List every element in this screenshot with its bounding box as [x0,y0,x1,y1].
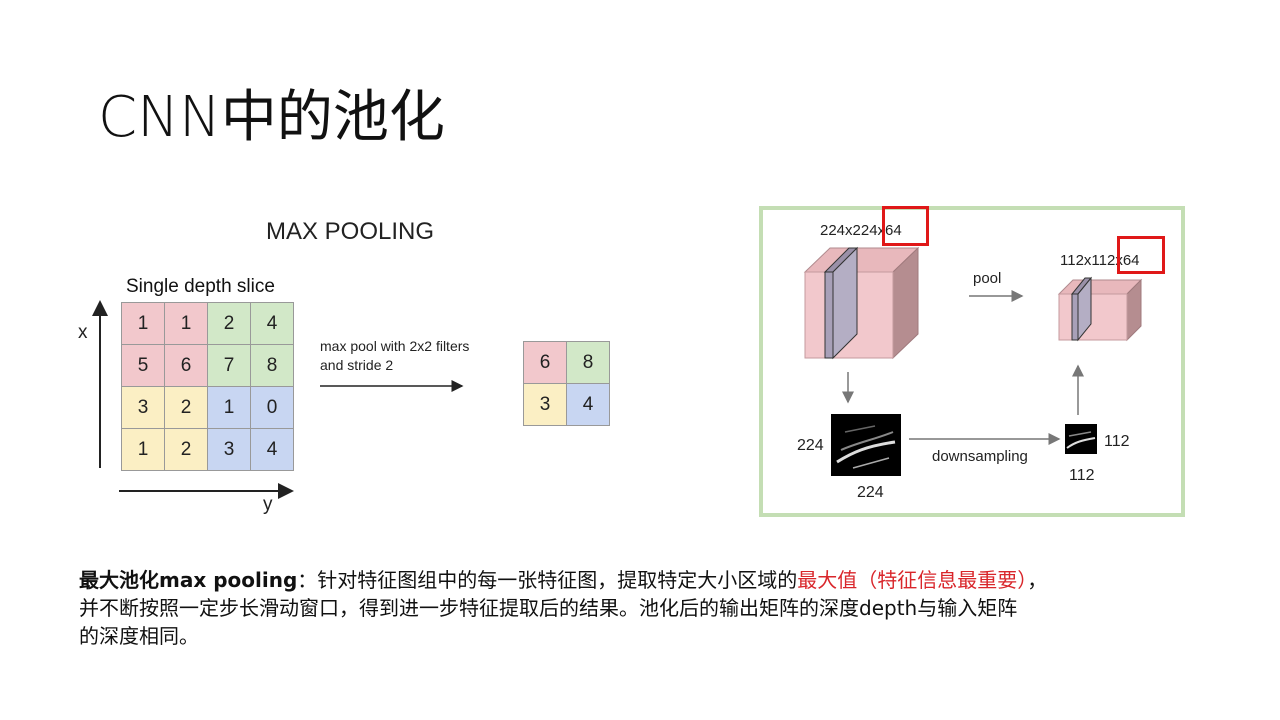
body-text-2: ， [1027,568,1048,592]
input-cell: 3 [208,429,251,471]
depth-highlight-box-output [1117,236,1165,274]
downsampling-label: downsampling [932,448,1028,465]
input-cell: 1 [122,429,165,471]
caption-line-1: max pool with 2x2 filters [320,338,470,354]
input-cell: 2 [165,429,208,471]
body-text-1: 针对特征图组中的每一张特征图，提取特定大小区域的 [317,568,798,592]
output-cell: 8 [567,342,610,384]
input-cell: 2 [165,387,208,429]
input-cell: 4 [251,429,294,471]
body-highlight: 最大值（特征信息最重要） [797,568,1028,592]
input-cell: 1 [122,303,165,345]
max-pool-caption: max pool with 2x2 filters and stride 2 [320,337,469,375]
output-dim-right: 112 [1104,433,1130,450]
body-text: 最大池化max pooling：针对特征图组中的每一张特征图，提取特定大小区域的… [79,566,1219,650]
output-dim-bottom: 112 [1069,467,1095,484]
body-lead: 最大池化max pooling [79,568,298,592]
pool-label: pool [973,270,1002,287]
pool-diagram-graphics [803,246,1143,476]
slide-title: CNN中的池化 [98,85,445,150]
single-depth-slice-label: Single depth slice [126,276,275,297]
body-sep: ： [297,568,318,592]
body-line-3: 的深度相同。 [79,624,199,648]
axis-y-label: y [263,494,273,515]
input-cell: 3 [122,387,165,429]
input-feature-map [831,414,901,476]
input-cell: 4 [251,303,294,345]
output-cell: 6 [524,342,567,384]
output-volume [1057,276,1143,342]
input-cell: 0 [251,387,294,429]
body-line-1: 最大池化max pooling：针对特征图组中的每一张特征图，提取特定大小区域的… [79,566,1219,594]
input-cell: 6 [165,345,208,387]
depth-highlight-box-input [882,206,929,246]
output-cell: 3 [524,384,567,426]
input-dim-left: 224 [797,437,824,454]
caption-line-2: and stride 2 [320,357,394,373]
max-pooling-title: MAX POOLING [266,218,435,245]
max-pooling-arrows [92,300,464,499]
input-volume [803,246,920,360]
input-dim-bottom: 224 [857,484,884,501]
output-cell: 4 [567,384,610,426]
input-cell: 8 [251,345,294,387]
axis-x-label: x [78,322,88,343]
pool-diagram-frame [759,206,1185,517]
input-cell: 5 [122,345,165,387]
input-cell: 7 [208,345,251,387]
output-feature-map [1065,424,1097,454]
input-cell: 2 [208,303,251,345]
input-size-label: 224x224x64 [820,222,902,239]
body-line-2: 并不断按照一定步长滑动窗口，得到进一步特征提取后的结果。池化后的输出矩阵的深度d… [79,596,1018,620]
input-cell: 1 [208,387,251,429]
input-cell: 1 [165,303,208,345]
